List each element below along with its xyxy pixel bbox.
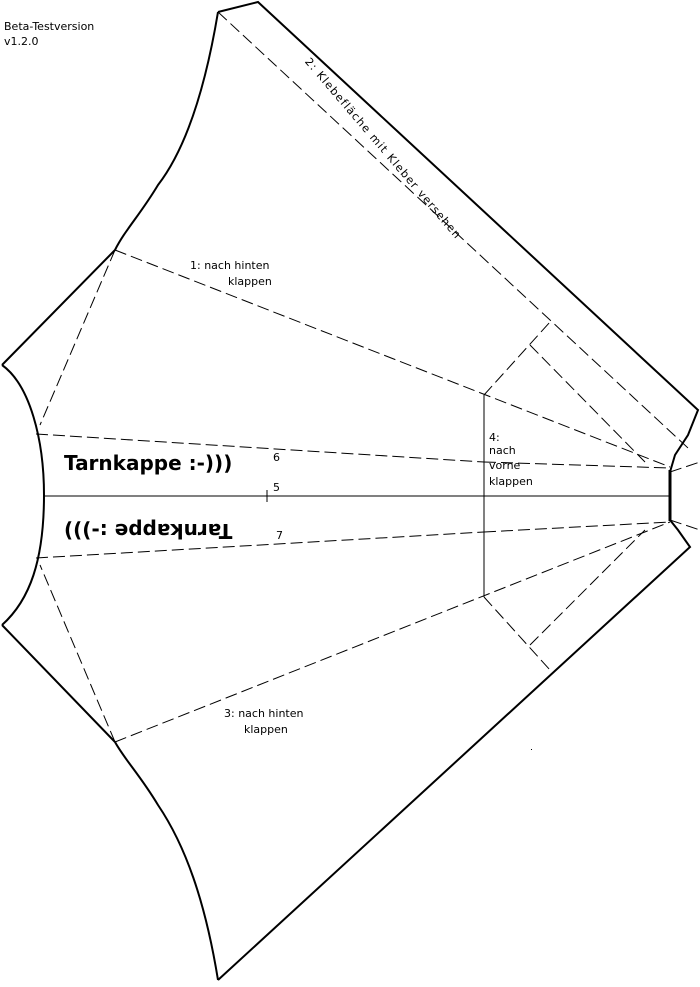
fold4-label-line2: nach <box>489 444 516 457</box>
stray-dot <box>531 749 532 750</box>
fold1-label-line1: 1: nach hinten <box>190 259 270 272</box>
title-text-upright: Tarnkappe :-))) <box>64 451 233 475</box>
outline-left-arc <box>1 364 46 626</box>
lower-diag-b <box>529 529 646 646</box>
fold7-cont <box>483 521 671 533</box>
fold3-diag <box>39 564 116 743</box>
fold3-label-line2: klappen <box>244 723 288 736</box>
fold3-line <box>114 521 671 743</box>
tip-upper-dash <box>669 461 700 473</box>
outline-bottom <box>217 519 692 981</box>
fold6-cont <box>483 461 671 469</box>
lower-diag-a <box>483 596 551 671</box>
upper-diag-a <box>483 321 551 396</box>
title-text-inverted: Tarnkappe :-))) <box>64 519 233 543</box>
upper-diag-b <box>529 344 646 463</box>
version-label: Beta-Testversion <box>4 20 95 33</box>
fold3-label-line1: 3: nach hinten <box>224 707 304 720</box>
fold1-line <box>114 249 671 468</box>
fold1-diag <box>39 249 116 426</box>
fold7-number: 7 <box>276 529 283 542</box>
fold1-label-line2: klappen <box>228 275 272 288</box>
fold5-number: 5 <box>273 481 280 494</box>
fold6-line <box>35 433 485 463</box>
glue-fold-line <box>217 11 689 449</box>
outline-lower-left <box>1 624 219 981</box>
version-number: v1.2.0 <box>4 35 39 48</box>
fold6-number: 6 <box>273 451 280 464</box>
outline-top <box>217 0 700 473</box>
fold7-line <box>35 531 485 559</box>
fold4-label-line1: 4: <box>489 431 500 444</box>
fold4-label-line3: vorne <box>489 459 521 472</box>
outline-upper-left <box>1 11 219 366</box>
fold4-label-line4: klappen <box>489 475 533 488</box>
tip-lower-dash <box>669 519 700 531</box>
